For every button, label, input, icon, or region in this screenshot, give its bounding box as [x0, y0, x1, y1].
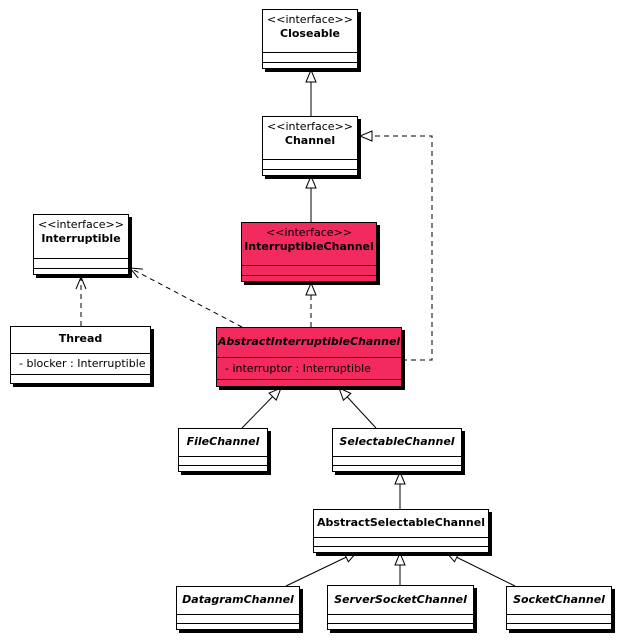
class-name: AbstractSelectableChannel — [317, 516, 485, 529]
operations-section — [263, 62, 357, 63]
attributes-section — [263, 52, 357, 62]
stereotype-label: <<interface>> — [266, 226, 352, 239]
attributes-section — [34, 258, 128, 268]
class-closeable[interactable]: <<interface>> Closeable — [262, 9, 358, 69]
class-name: AbstractInterruptibleChannel — [217, 335, 401, 348]
attribute-interruptor: - interruptor : Interruptible — [217, 357, 401, 379]
attributes-section — [242, 265, 376, 275]
stereotype-label: <<interface>> — [267, 13, 353, 26]
class-name: SocketChannel — [513, 593, 605, 606]
operations-section — [11, 374, 150, 375]
attributes-section — [333, 456, 461, 465]
operations-section — [314, 546, 488, 547]
stereotype-label: <<interface>> — [267, 120, 353, 133]
operations-section — [177, 623, 299, 624]
operations-section — [507, 623, 611, 624]
attribute-blocker: - blocker : Interruptible — [11, 353, 150, 374]
class-name: InterruptibleChannel — [244, 240, 374, 253]
class-name: ServerSocketChannel — [334, 593, 467, 606]
attributes-section — [177, 614, 299, 623]
operations-section — [263, 169, 357, 170]
selectablechannel-extends-abstractinterruptiblechannel — [339, 388, 377, 429]
class-datagramchannel[interactable]: DatagramChannel — [176, 586, 300, 630]
class-channel[interactable]: <<interface>> Channel — [262, 116, 358, 176]
class-name: FileChannel — [186, 435, 260, 448]
attributes-section — [263, 159, 357, 169]
class-interruptible[interactable]: <<interface>> Interruptible — [33, 214, 129, 275]
socketchannel-extends-abstractselectablechannel — [446, 552, 516, 587]
class-name: Interruptible — [41, 232, 121, 245]
operations-section — [34, 268, 128, 269]
attributes-section — [328, 614, 473, 623]
class-socketchannel[interactable]: SocketChannel — [506, 586, 612, 630]
class-name: DatagramChannel — [182, 593, 294, 606]
filechannel-extends-abstractinterruptiblechannel — [241, 388, 281, 429]
class-interruptiblechannel[interactable]: <<interface>> InterruptibleChannel — [241, 222, 377, 282]
operations-section — [333, 465, 461, 466]
class-name: Closeable — [280, 27, 340, 40]
abstractinterruptiblechannel-uses-interruptible — [130, 268, 243, 328]
class-thread[interactable]: Thread - blocker : Interruptible — [10, 326, 151, 384]
attributes-section — [314, 537, 488, 546]
attributes-section — [179, 456, 267, 465]
stereotype-label: <<interface>> — [38, 218, 124, 231]
operations-section — [179, 465, 267, 466]
class-abstractselectablechannel[interactable]: AbstractSelectableChannel — [313, 509, 489, 553]
class-name: Thread — [58, 332, 103, 345]
operations-section — [242, 275, 376, 276]
class-name: SelectableChannel — [339, 435, 455, 448]
datagramchannel-extends-abstractselectablechannel — [285, 552, 357, 587]
class-serversocketchannel[interactable]: ServerSocketChannel — [327, 585, 474, 630]
operations-section — [217, 379, 401, 380]
attributes-section — [507, 614, 611, 623]
abstractinterruptiblechannel-implements-channel — [360, 136, 433, 361]
class-selectablechannel[interactable]: SelectableChannel — [332, 428, 462, 472]
class-abstractinterruptiblechannel[interactable]: AbstractInterruptibleChannel - interrupt… — [216, 327, 402, 387]
operations-section — [328, 623, 473, 624]
class-name: Channel — [284, 134, 336, 147]
class-filechannel[interactable]: FileChannel — [178, 428, 268, 472]
